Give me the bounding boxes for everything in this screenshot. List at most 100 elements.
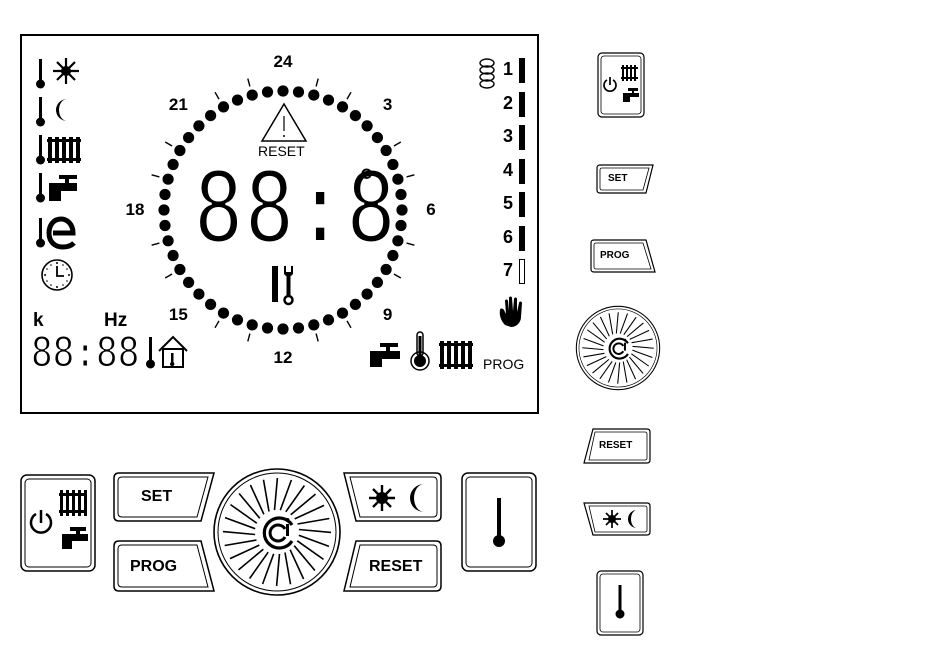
radiator-icon [437, 338, 475, 372]
timer-segment-dot [174, 145, 185, 156]
timer-segment-dot [218, 101, 229, 112]
timer-segment-dot [193, 120, 204, 131]
timer-hour-label: 3 [376, 95, 400, 115]
timer-segment-dot [168, 250, 179, 261]
selector-knob[interactable] [212, 467, 342, 597]
legend-selector-knob [575, 305, 661, 391]
unit-hz-label: Hz [104, 310, 127, 332]
moon-icon [406, 482, 430, 514]
manual-hand-icon [497, 295, 527, 329]
zone-bar [519, 192, 525, 217]
timer-segment-dot [362, 289, 373, 300]
timer-tick [248, 79, 250, 87]
timer-segment-dot [183, 132, 194, 143]
timer-segment-dot [372, 132, 383, 143]
prog-button[interactable]: PROG [113, 540, 216, 592]
timer-hour-label: 9 [376, 305, 400, 325]
timer-hour-label: 12 [271, 348, 295, 368]
legend-set-button: SET [596, 164, 654, 194]
timer-segment-dot [337, 308, 348, 319]
timer-segment-dot [362, 120, 373, 131]
timer-segment-dot [350, 299, 361, 310]
timer-segment-dot [218, 308, 229, 319]
timer-tick [152, 175, 160, 177]
timer-hour-label: 6 [419, 200, 443, 220]
summer-winter-button[interactable] [342, 472, 442, 522]
timer-hour-label: 24 [271, 52, 295, 72]
timer-tick [165, 274, 172, 278]
power-mode-button[interactable] [20, 474, 96, 572]
tap-icon [60, 526, 90, 550]
legend-thermometer-button [596, 570, 644, 636]
legend-reset-label: RESET [599, 440, 632, 451]
zone-bar [519, 125, 525, 150]
service-tools-icon [269, 264, 299, 306]
timer-segment-dot [293, 322, 304, 333]
timer-segment-dot [323, 314, 334, 325]
secondary-readout: 88:88 [31, 333, 139, 373]
timer-tick [407, 243, 415, 245]
timer-tick [394, 142, 401, 146]
timer-tick [407, 175, 415, 177]
timer-segment-dot [323, 95, 334, 106]
timer-segment-dot [293, 86, 304, 97]
hot-water-tap-icon [368, 341, 402, 369]
zone-number: 6 [503, 227, 513, 248]
thermometer-button[interactable] [461, 472, 537, 572]
prog-indicator-label: PROG [483, 356, 524, 372]
zone-bar [519, 259, 525, 284]
prog-button-label: PROG [130, 558, 177, 576]
legend-summer-winter-button [583, 502, 651, 536]
zone-number: 4 [503, 160, 513, 181]
timer-tick [347, 92, 351, 99]
timer-segment-dot [350, 110, 361, 121]
radiator-icon [621, 64, 639, 82]
timer-segment-dot [158, 204, 169, 215]
timer-segment-dot [163, 235, 174, 246]
timer-hour-label: 21 [166, 95, 190, 115]
reset-button[interactable]: RESET [342, 540, 442, 592]
thermometer-icon [615, 584, 625, 620]
tap-icon [622, 88, 640, 103]
unit-k-label: k [33, 310, 44, 332]
timer-segment-dot [247, 90, 258, 101]
timer-segment-dot [159, 189, 170, 200]
reset-button-label: RESET [369, 558, 422, 576]
timer-segment-dot [277, 323, 288, 334]
set-button[interactable]: SET [113, 472, 216, 522]
thermometer-gauge-icon [405, 330, 437, 372]
timer-segment-dot [337, 101, 348, 112]
timer-tick [152, 243, 160, 245]
timer-segment-dot [174, 264, 185, 275]
coil-icon [477, 57, 497, 93]
timer-tick [165, 142, 172, 146]
zone-bar [519, 58, 525, 83]
timer-segment-dot [396, 204, 407, 215]
timer-hour-label: 18 [123, 200, 147, 220]
timer-segment-dot [372, 277, 383, 288]
timer-segment-dot [205, 110, 216, 121]
zone-number: 5 [503, 193, 513, 214]
timer-tick [215, 92, 219, 99]
timer-segment-dot [232, 314, 243, 325]
set-button-label: SET [141, 488, 172, 506]
zone-number: 3 [503, 126, 513, 147]
timer-segment-dot [247, 319, 258, 330]
timer-segment-dot [183, 277, 194, 288]
thermometer-icon [491, 496, 507, 550]
timer-tick [316, 79, 318, 87]
power-icon [602, 76, 618, 93]
power-icon [28, 508, 54, 536]
timer-segment-dot [159, 220, 170, 231]
sun-icon [368, 484, 396, 512]
timer-tick [394, 274, 401, 278]
timer-segment-dot [193, 289, 204, 300]
zone-number: 7 [503, 260, 513, 281]
timer-segment-dot [277, 85, 288, 96]
warning-triangle-icon [259, 102, 309, 144]
legend-power-button [597, 52, 645, 118]
legend-prog-label: PROG [600, 250, 629, 261]
thermometer-house-icon [144, 333, 190, 373]
timer-hour-label: 15 [166, 305, 190, 325]
legend-prog-button: PROG [590, 239, 656, 273]
